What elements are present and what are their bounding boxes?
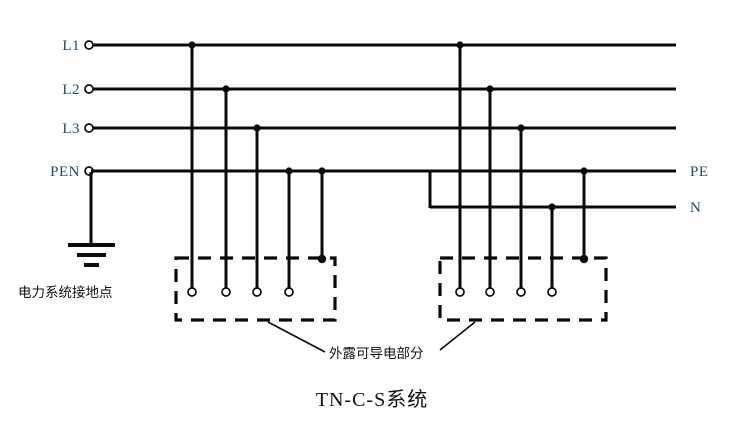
label-pen: PEN	[50, 164, 80, 180]
load-terminal-right-4	[547, 287, 557, 297]
annotation-leader-lines	[267, 321, 476, 353]
junction-left-l2	[222, 85, 230, 93]
load-terminal-left-4	[284, 287, 294, 297]
terminal-l2	[84, 84, 94, 94]
junction-right-l3	[517, 124, 525, 132]
junction-left-pen-n	[285, 167, 293, 175]
label-pe: PE	[690, 164, 709, 180]
junction-right-n	[548, 203, 556, 211]
right-rail-label-group: PE N	[690, 164, 709, 216]
label-l2: L2	[62, 82, 80, 98]
annotation-exposed-parts: 外露可导电部分	[329, 346, 424, 362]
leader-line-left	[267, 321, 326, 353]
right-group-terminals	[455, 287, 557, 297]
right-group-droppers	[456, 41, 589, 290]
leader-line-right	[439, 321, 476, 351]
supply-rails	[91, 43, 676, 209]
junction-right-pe	[580, 167, 588, 175]
junction-right-l1	[456, 41, 464, 49]
system-earth-branch	[68, 172, 115, 267]
left-group-droppers	[188, 41, 327, 290]
load-terminal-left-3	[252, 287, 262, 297]
junction-left-pen-pe	[318, 167, 326, 175]
junction-right-l2	[486, 85, 494, 93]
diagram-title: TN-C-S系统	[316, 388, 428, 411]
label-l1: L1	[62, 38, 80, 54]
left-group-terminals	[187, 287, 294, 297]
load-terminal-right-2	[485, 287, 495, 297]
terminal-l3	[84, 123, 94, 133]
enclosure-box-right	[438, 256, 608, 322]
label-n: N	[690, 200, 701, 216]
load-terminal-left-2	[221, 287, 231, 297]
annotation-earth-point: 电力系统接地点	[18, 284, 113, 301]
load-terminal-left-1	[187, 287, 197, 297]
label-l3: L3	[62, 121, 80, 137]
left-rail-terminals	[84, 40, 94, 176]
load-terminal-right-1	[455, 287, 465, 297]
load-terminal-right-3	[516, 287, 526, 297]
junction-left-l3	[253, 124, 261, 132]
junction-left-l1	[188, 41, 196, 49]
terminal-l1	[84, 40, 94, 50]
left-rail-label-group: L1 L2 L3 PEN	[50, 38, 80, 180]
